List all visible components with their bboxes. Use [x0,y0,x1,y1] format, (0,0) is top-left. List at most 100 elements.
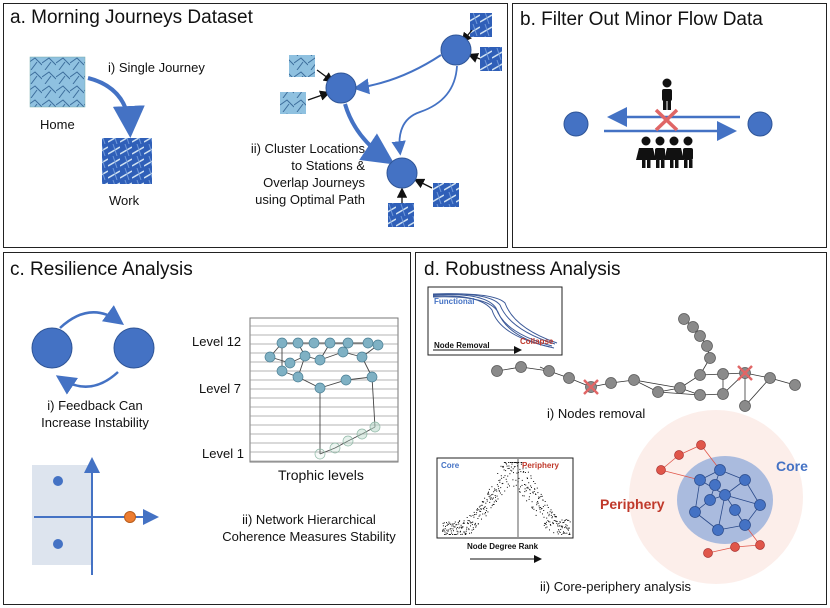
degree-point [528,482,530,484]
degree-point [492,493,494,495]
cluster-line-3: Overlap Journeys [263,175,365,190]
degree-point [481,518,482,520]
degree-point [443,522,445,524]
degree-point [559,525,560,527]
trophic-node [342,337,354,349]
degree-point [528,496,530,498]
degree-point [545,521,547,523]
degree-point [506,486,508,488]
degree-point [554,516,556,518]
degree-point [473,516,475,518]
trophic-node [324,337,336,349]
degree-point [532,491,534,493]
station-node-2 [440,34,472,66]
hierarchy-label: ii) Network Hierarchical Coherence Measu… [204,511,414,545]
degree-point [530,475,532,477]
degree-point [478,523,479,525]
degree-point [470,515,472,517]
degree-point [456,524,458,526]
degree-point [485,502,487,504]
degree-point [525,484,527,486]
degree-point [555,516,557,518]
degree-point [520,486,521,488]
degree-point [508,465,510,467]
degree-point [487,492,489,494]
degree-point [564,527,566,529]
feedback-line-2: Increase Instability [41,415,149,430]
degree-point [515,479,517,481]
degree-point [501,477,503,479]
degree-point [531,507,533,509]
degree-point [552,516,553,518]
station-node-3 [386,157,418,189]
degree-point [482,513,484,515]
degree-point [560,525,562,527]
degree-point [530,485,532,487]
degree-point [458,523,460,525]
degree-point [536,502,538,504]
core-node [754,499,766,511]
degree-point [547,512,549,514]
degree-point [493,501,495,503]
degree-point [463,520,465,522]
degree-point [522,471,524,473]
degree-point [469,532,471,534]
core-node [729,504,741,516]
degree-point [537,501,539,502]
degree-point [449,534,450,535]
degree-point [508,462,510,463]
hierarchy-line-1: ii) Network Hierarchical [242,512,376,527]
degree-point [566,532,568,534]
degree-point [526,477,528,479]
degree-point [449,534,451,535]
degree-point [563,531,564,533]
degree-point [544,522,546,524]
degree-point [540,496,542,497]
degree-point [491,494,493,496]
degree-point [475,525,477,527]
degree-point [524,484,525,485]
core-node [714,464,726,476]
flow-node-right [747,111,773,137]
degree-point [500,487,502,489]
network-node [543,365,555,377]
trophic-node [372,339,384,351]
degree-point [561,527,563,529]
degree-point [477,518,479,519]
degree-point [450,528,452,530]
degree-point [557,533,559,535]
degree-point [548,521,550,523]
degree-point [453,530,454,532]
panel-d-title: d. Robustness Analysis [424,259,621,280]
periphery-node [674,450,684,460]
degree-point [538,497,539,499]
home-label: Home [40,117,75,132]
degree-point [507,475,509,477]
degree-point [446,532,448,534]
station-node-1 [325,72,357,104]
degree-point [531,506,533,508]
degree-point [469,515,471,516]
degree-point [552,523,554,525]
degree-point [463,531,465,533]
degree-point [519,491,521,493]
degree-point [467,520,469,521]
degree-point [471,524,473,526]
degree-point [452,524,454,526]
degree-point [524,488,526,490]
degree-point [447,530,449,532]
degree-point [538,507,540,509]
degree-point [462,526,464,528]
degree-point [512,468,514,470]
degree-point [456,530,458,532]
network-node [764,372,776,384]
degree-point [518,488,520,490]
degree-point [460,534,462,535]
degree-point [535,494,537,495]
eigen-point-2 [53,539,63,549]
degree-point [568,527,570,529]
degree-point [563,532,565,534]
core-node [689,506,701,518]
degree-point [489,501,491,503]
